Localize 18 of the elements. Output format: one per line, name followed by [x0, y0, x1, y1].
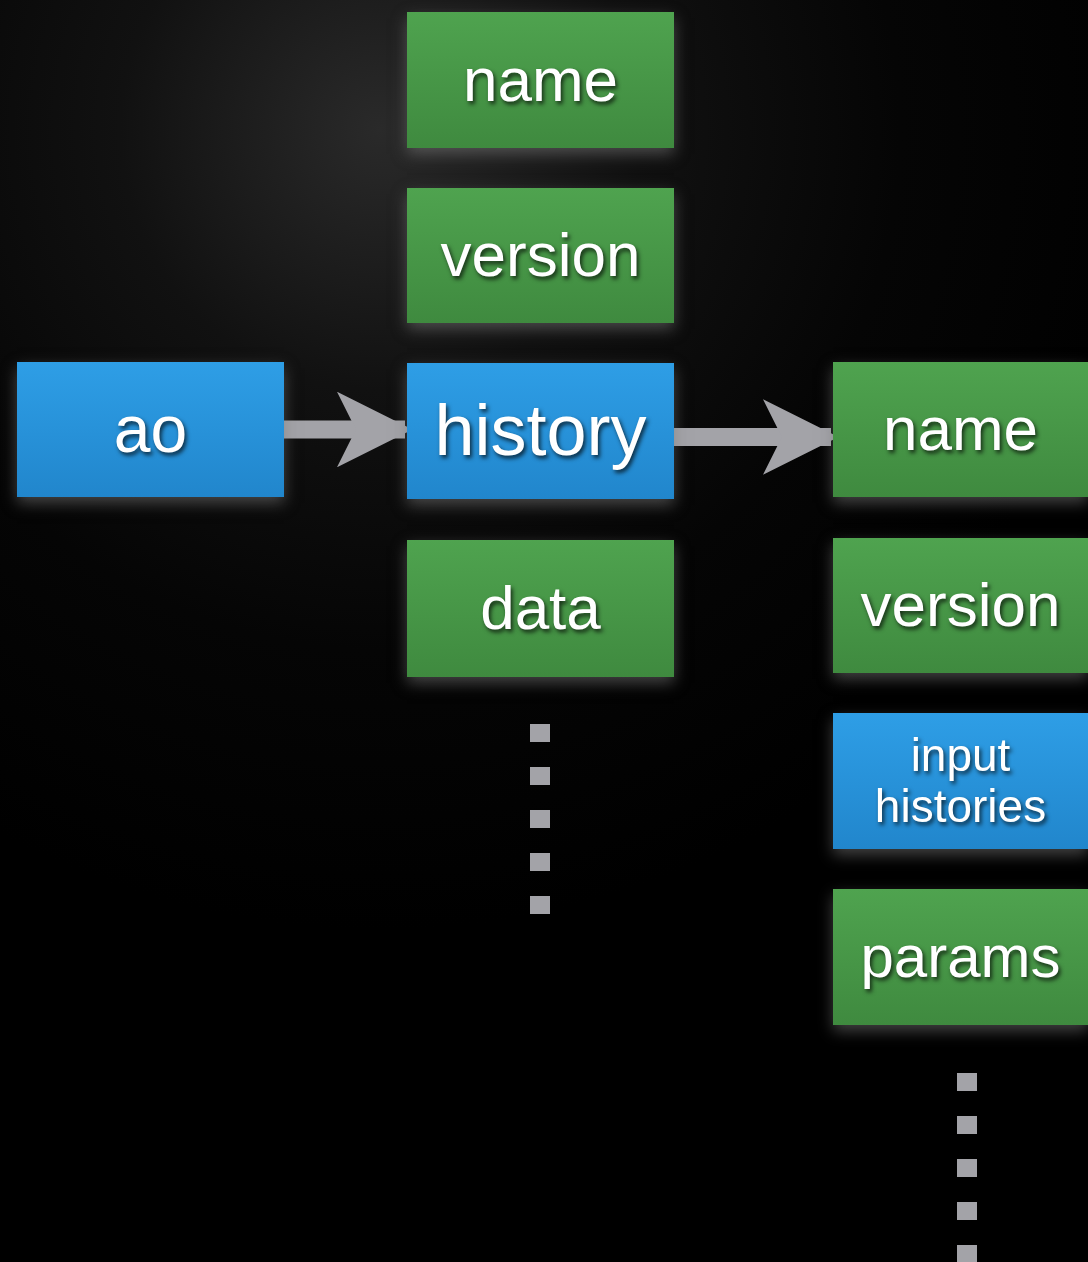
attribute-box — [407, 12, 674, 148]
box-label: name — [882, 395, 1039, 464]
box-label: history — [434, 391, 647, 471]
box-label: params — [860, 924, 1061, 990]
attribute-box — [833, 538, 1088, 673]
box-label: input histories — [873, 730, 1048, 832]
attribute-box — [407, 540, 674, 677]
attribute-box — [833, 889, 1088, 1025]
box-label: name — [462, 45, 619, 115]
attribute-box — [833, 362, 1088, 497]
box-label: version — [860, 571, 1061, 640]
attribute-box — [407, 363, 674, 499]
box-label: version — [440, 221, 641, 290]
box-label: data — [480, 574, 601, 643]
attribute-box — [407, 188, 674, 323]
attribute-box — [17, 362, 284, 497]
attribute-box — [833, 713, 1088, 849]
box-label: ao — [113, 393, 188, 466]
